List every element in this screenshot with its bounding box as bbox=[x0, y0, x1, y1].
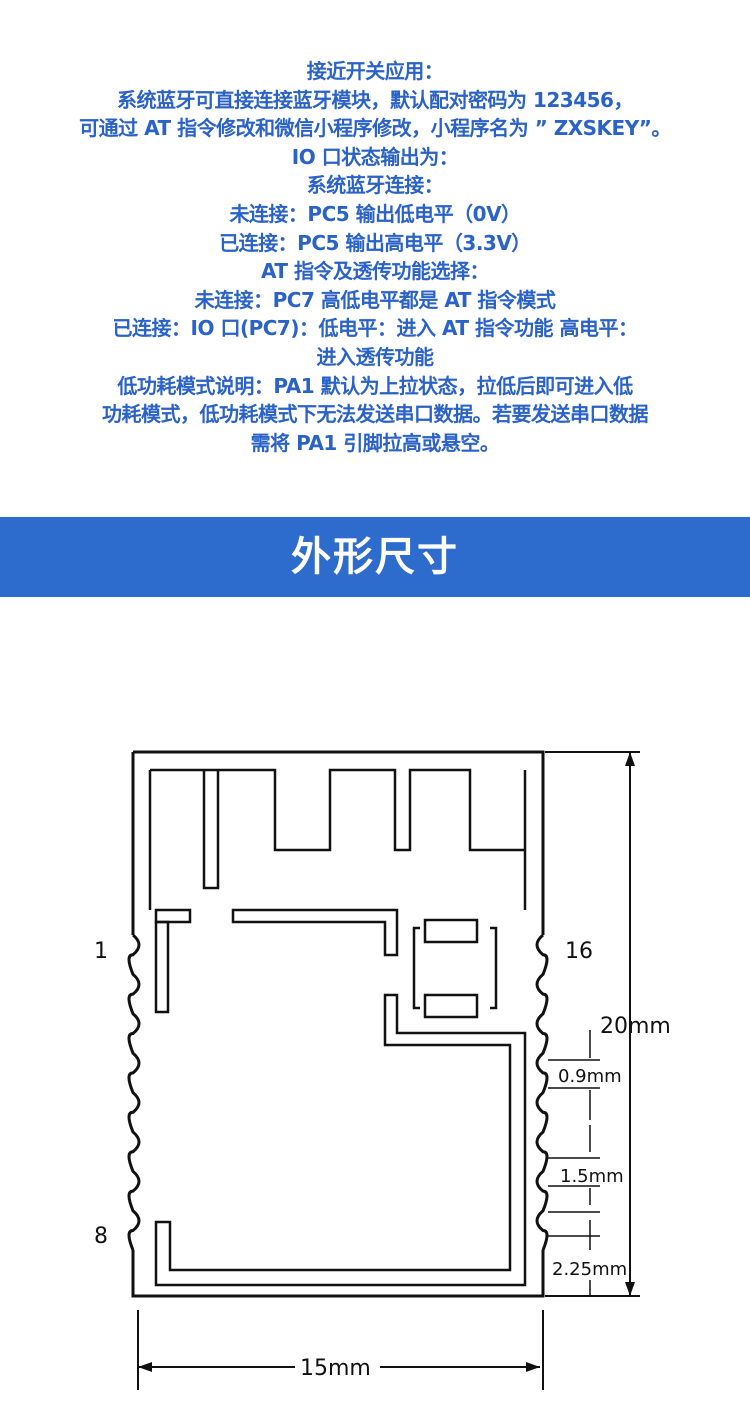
desc-line: 接近开关应用： bbox=[306, 59, 444, 83]
height-dimension: 20mm bbox=[600, 1014, 671, 1039]
desc-line: 已连接：PC5 输出高电平（3.3V） bbox=[219, 230, 531, 255]
desc-line: 已连接：IO 口(PC7)：低电平：进入 AT 指令功能 高电平： bbox=[112, 316, 638, 341]
pin-1-label: 1 bbox=[94, 939, 108, 964]
pad-spacing-dimension: 1.5mm bbox=[560, 1166, 624, 1187]
castellation-path bbox=[127, 933, 141, 1251]
edge-dimension: 2.25mm bbox=[552, 1259, 627, 1280]
right-castellations bbox=[535, 933, 549, 1251]
desc-line: AT 指令及透传功能选择： bbox=[260, 259, 490, 284]
width-dimension: 15mm bbox=[300, 1356, 371, 1381]
module-outline bbox=[131, 750, 545, 1298]
desc-line: 功耗模式，低功耗模式下无法发送串口数据。若要发送串口数据 bbox=[102, 402, 649, 427]
pin-16-label: 16 bbox=[565, 939, 593, 964]
ground-plane-outline bbox=[154, 993, 527, 1287]
pin-8-label: 8 bbox=[94, 1224, 108, 1249]
section-banner: 外形尺寸 bbox=[0, 517, 750, 597]
desc-line: 需将 PA1 引脚拉高或悬空。 bbox=[250, 430, 500, 455]
desc-line: 进入透传功能 bbox=[316, 344, 435, 369]
desc-line: 低功耗模式说明：PA1 默认为上拉状态，拉低后即可进入低 bbox=[117, 373, 633, 398]
pad-width-dimension: 0.9mm bbox=[558, 1066, 622, 1087]
desc-line: 未连接：PC7 高低电平都是 AT 指令模式 bbox=[194, 287, 556, 312]
module-description: 接近开关应用： 系统蓝牙可直接连接蓝牙模块，默认配对密码为 123456， 可通… bbox=[0, 57, 750, 457]
desc-line: IO 口状态输出为： bbox=[291, 144, 459, 169]
desc-line: 可通过 AT 指令修改和微信小程序修改，小程序名为 ” ZXSKEY”。 bbox=[79, 116, 671, 141]
desc-line: 未连接：PC5 输出低电平（0V） bbox=[229, 201, 521, 226]
castellation-path bbox=[535, 933, 549, 1251]
desc-line: 系统蓝牙连接： bbox=[306, 173, 444, 198]
left-castellations bbox=[127, 933, 141, 1251]
desc-line: 系统蓝牙可直接连接蓝牙模块，默认配对密码为 123456， bbox=[117, 87, 633, 112]
antenna-trace bbox=[148, 768, 527, 910]
